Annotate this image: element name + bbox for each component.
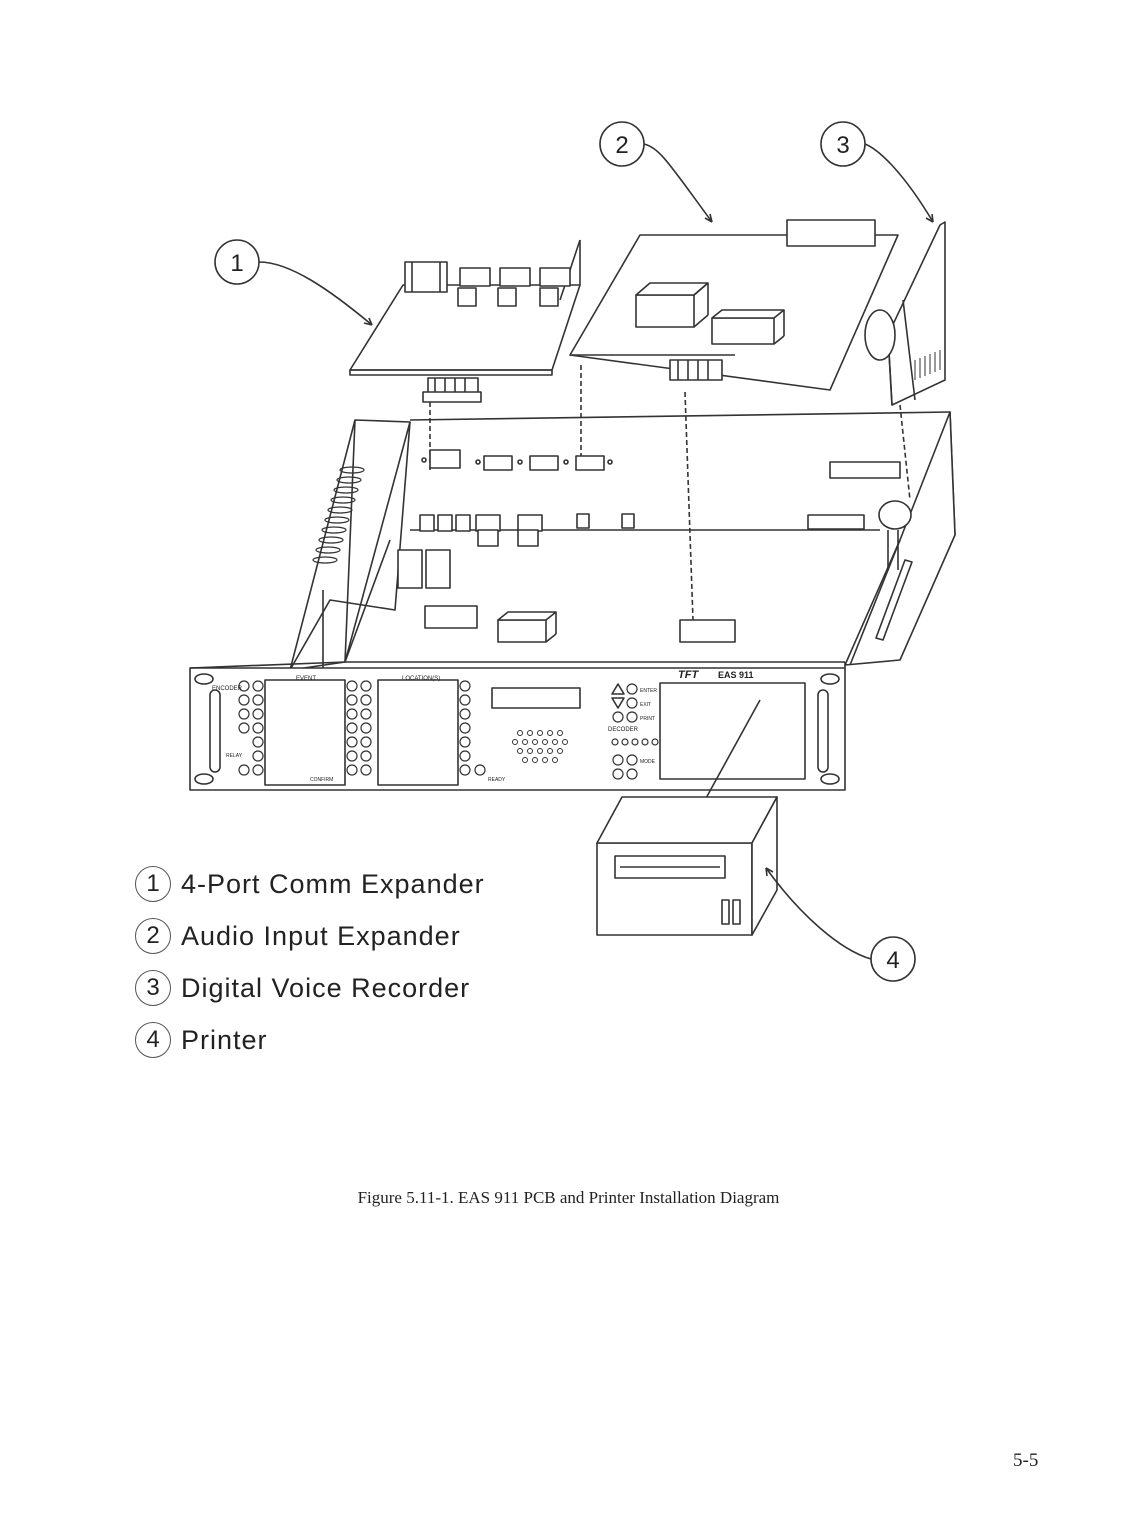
svg-text:READY: READY (488, 777, 506, 783)
svg-text:EXIT: EXIT (640, 702, 651, 708)
legend-label: 4-Port Comm Expander (181, 868, 485, 899)
audio-expander-board (569, 219, 899, 621)
installation-diagram: 1 2 (189, 121, 956, 982)
legend-label: Audio Input Expander (181, 920, 461, 951)
legend-number: 3 (135, 970, 171, 1006)
legend-label: Digital Voice Recorder (181, 972, 471, 1003)
callout-1: 1 (214, 239, 373, 326)
svg-text:EVENT: EVENT (296, 676, 316, 682)
svg-text:PRINT: PRINT (640, 716, 655, 722)
legend-label: Printer (181, 1024, 268, 1055)
svg-text:ENCODER: ENCODER (212, 686, 243, 692)
svg-text:ENTER: ENTER (640, 688, 657, 694)
callout-4: 4 (765, 867, 916, 982)
svg-text:4: 4 (886, 947, 899, 974)
svg-text:CONFIRM: CONFIRM (310, 777, 333, 783)
legend-item-comm-expander: 1 4-Port Comm Expander (135, 858, 485, 910)
legend-item-audio-expander: 2 Audio Input Expander (135, 910, 485, 962)
printer (596, 796, 778, 936)
svg-text:LOCATION(S): LOCATION(S) (402, 676, 440, 682)
svg-text:1: 1 (230, 250, 243, 277)
legend-item-voice-recorder: 3 Digital Voice Recorder (135, 962, 485, 1014)
svg-text:DECODER: DECODER (608, 727, 639, 733)
component-legend: 1 4-Port Comm Expander 2 Audio Input Exp… (135, 858, 485, 1066)
voice-recorder-board (864, 221, 946, 501)
svg-text:MODE: MODE (640, 759, 656, 765)
callout-2: 2 (599, 121, 713, 223)
legend-item-printer: 4 Printer (135, 1014, 485, 1066)
chassis (289, 411, 956, 671)
figure-caption: Figure 5.11-1. EAS 911 PCB and Printer I… (357, 1188, 780, 1207)
front-panel (189, 661, 846, 801)
svg-text:TFT: TFT (678, 669, 699, 681)
svg-text:EAS 911: EAS 911 (718, 670, 754, 680)
legend-number: 4 (135, 1022, 171, 1058)
legend-number: 1 (135, 866, 171, 902)
page-number: 5-5 (1013, 1450, 1039, 1471)
legend-number: 2 (135, 918, 171, 954)
callout-3: 3 (820, 121, 934, 223)
svg-text:2: 2 (615, 132, 628, 159)
comm-expander-board (349, 239, 582, 470)
svg-text:RELAY: RELAY (226, 753, 243, 759)
svg-text:3: 3 (836, 132, 849, 159)
